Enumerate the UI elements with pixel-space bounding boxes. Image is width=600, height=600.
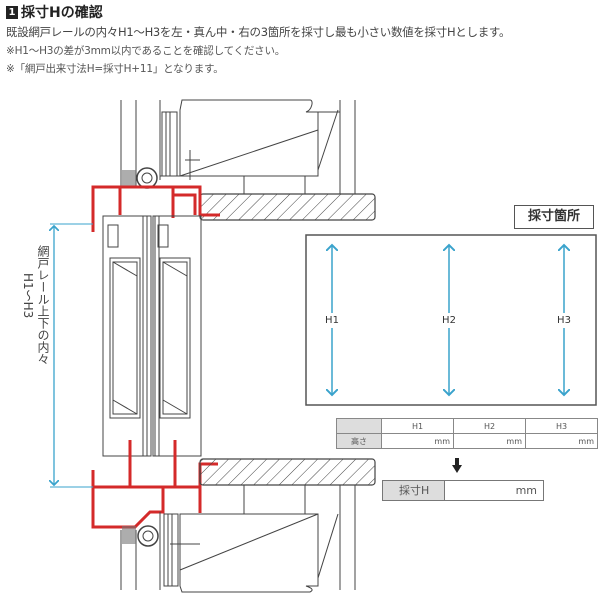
instruction-header: 1 採寸Hの確認 既設網戸レールの内々H1～H3を左・真ん中・右の3箇所を採寸し… [6, 2, 598, 76]
section-title-text: 採寸Hの確認 [21, 5, 103, 21]
table-header-h3: H3 [525, 418, 598, 434]
bottom-sill-hatched [199, 458, 376, 486]
result-measurement-box: 採寸H mm [382, 480, 544, 501]
table-header-h2: H2 [453, 418, 526, 434]
measurement-location-label: 採寸箇所 [514, 205, 594, 229]
bottom-wall-structure [120, 485, 356, 593]
result-value-field[interactable]: mm [515, 484, 537, 497]
h2-value-field[interactable]: mm [453, 433, 526, 449]
h2-label: H2 [439, 313, 459, 328]
h3-label: H3 [554, 313, 574, 328]
section-title: 1 採寸Hの確認 [6, 2, 598, 22]
top-wall-structure [120, 99, 356, 194]
top-rail-red [91, 185, 220, 232]
result-label: 採寸H [383, 481, 445, 500]
h1-label: H1 [322, 313, 342, 328]
bottom-seal [122, 526, 136, 544]
rail-label-line1: 網戸レール上下の内々 [36, 245, 50, 365]
table-row: 高さ mm mm mm [336, 433, 598, 449]
h3-value-field[interactable]: mm [525, 433, 598, 449]
rail-height-label: 網戸レール上下の内々 H1～H3 [20, 245, 50, 445]
top-weatherstrip [136, 167, 158, 189]
measurement-table: H1 H2 H3 高さ mm mm mm [336, 418, 598, 449]
top-seal [122, 170, 136, 186]
down-arrow-icon [452, 458, 462, 473]
table-header-row: H1 H2 H3 [336, 418, 598, 434]
rail-label-line2: H1～H3 [21, 273, 35, 319]
note-difference: ※H1～H3の差が3mm以内であることを確認してください。 [6, 45, 286, 57]
table-header-h1: H1 [381, 418, 454, 434]
step-number-badge: 1 [6, 5, 18, 19]
bottom-weatherstrip [137, 525, 159, 547]
row-label-height: 高さ [336, 433, 382, 449]
note-formula: ※「網戸出来寸法H=採寸H+11」となります。 [6, 63, 224, 75]
sliding-panels [102, 215, 202, 457]
instruction-text: 既設網戸レールの内々H1～H3を左・真ん中・右の3箇所を採寸し最も小さい数値を採… [6, 25, 511, 39]
table-header-empty [336, 418, 382, 434]
bottom-rail-red [128, 440, 177, 489]
h1-value-field[interactable]: mm [381, 433, 454, 449]
top-sill-hatched [199, 193, 376, 221]
